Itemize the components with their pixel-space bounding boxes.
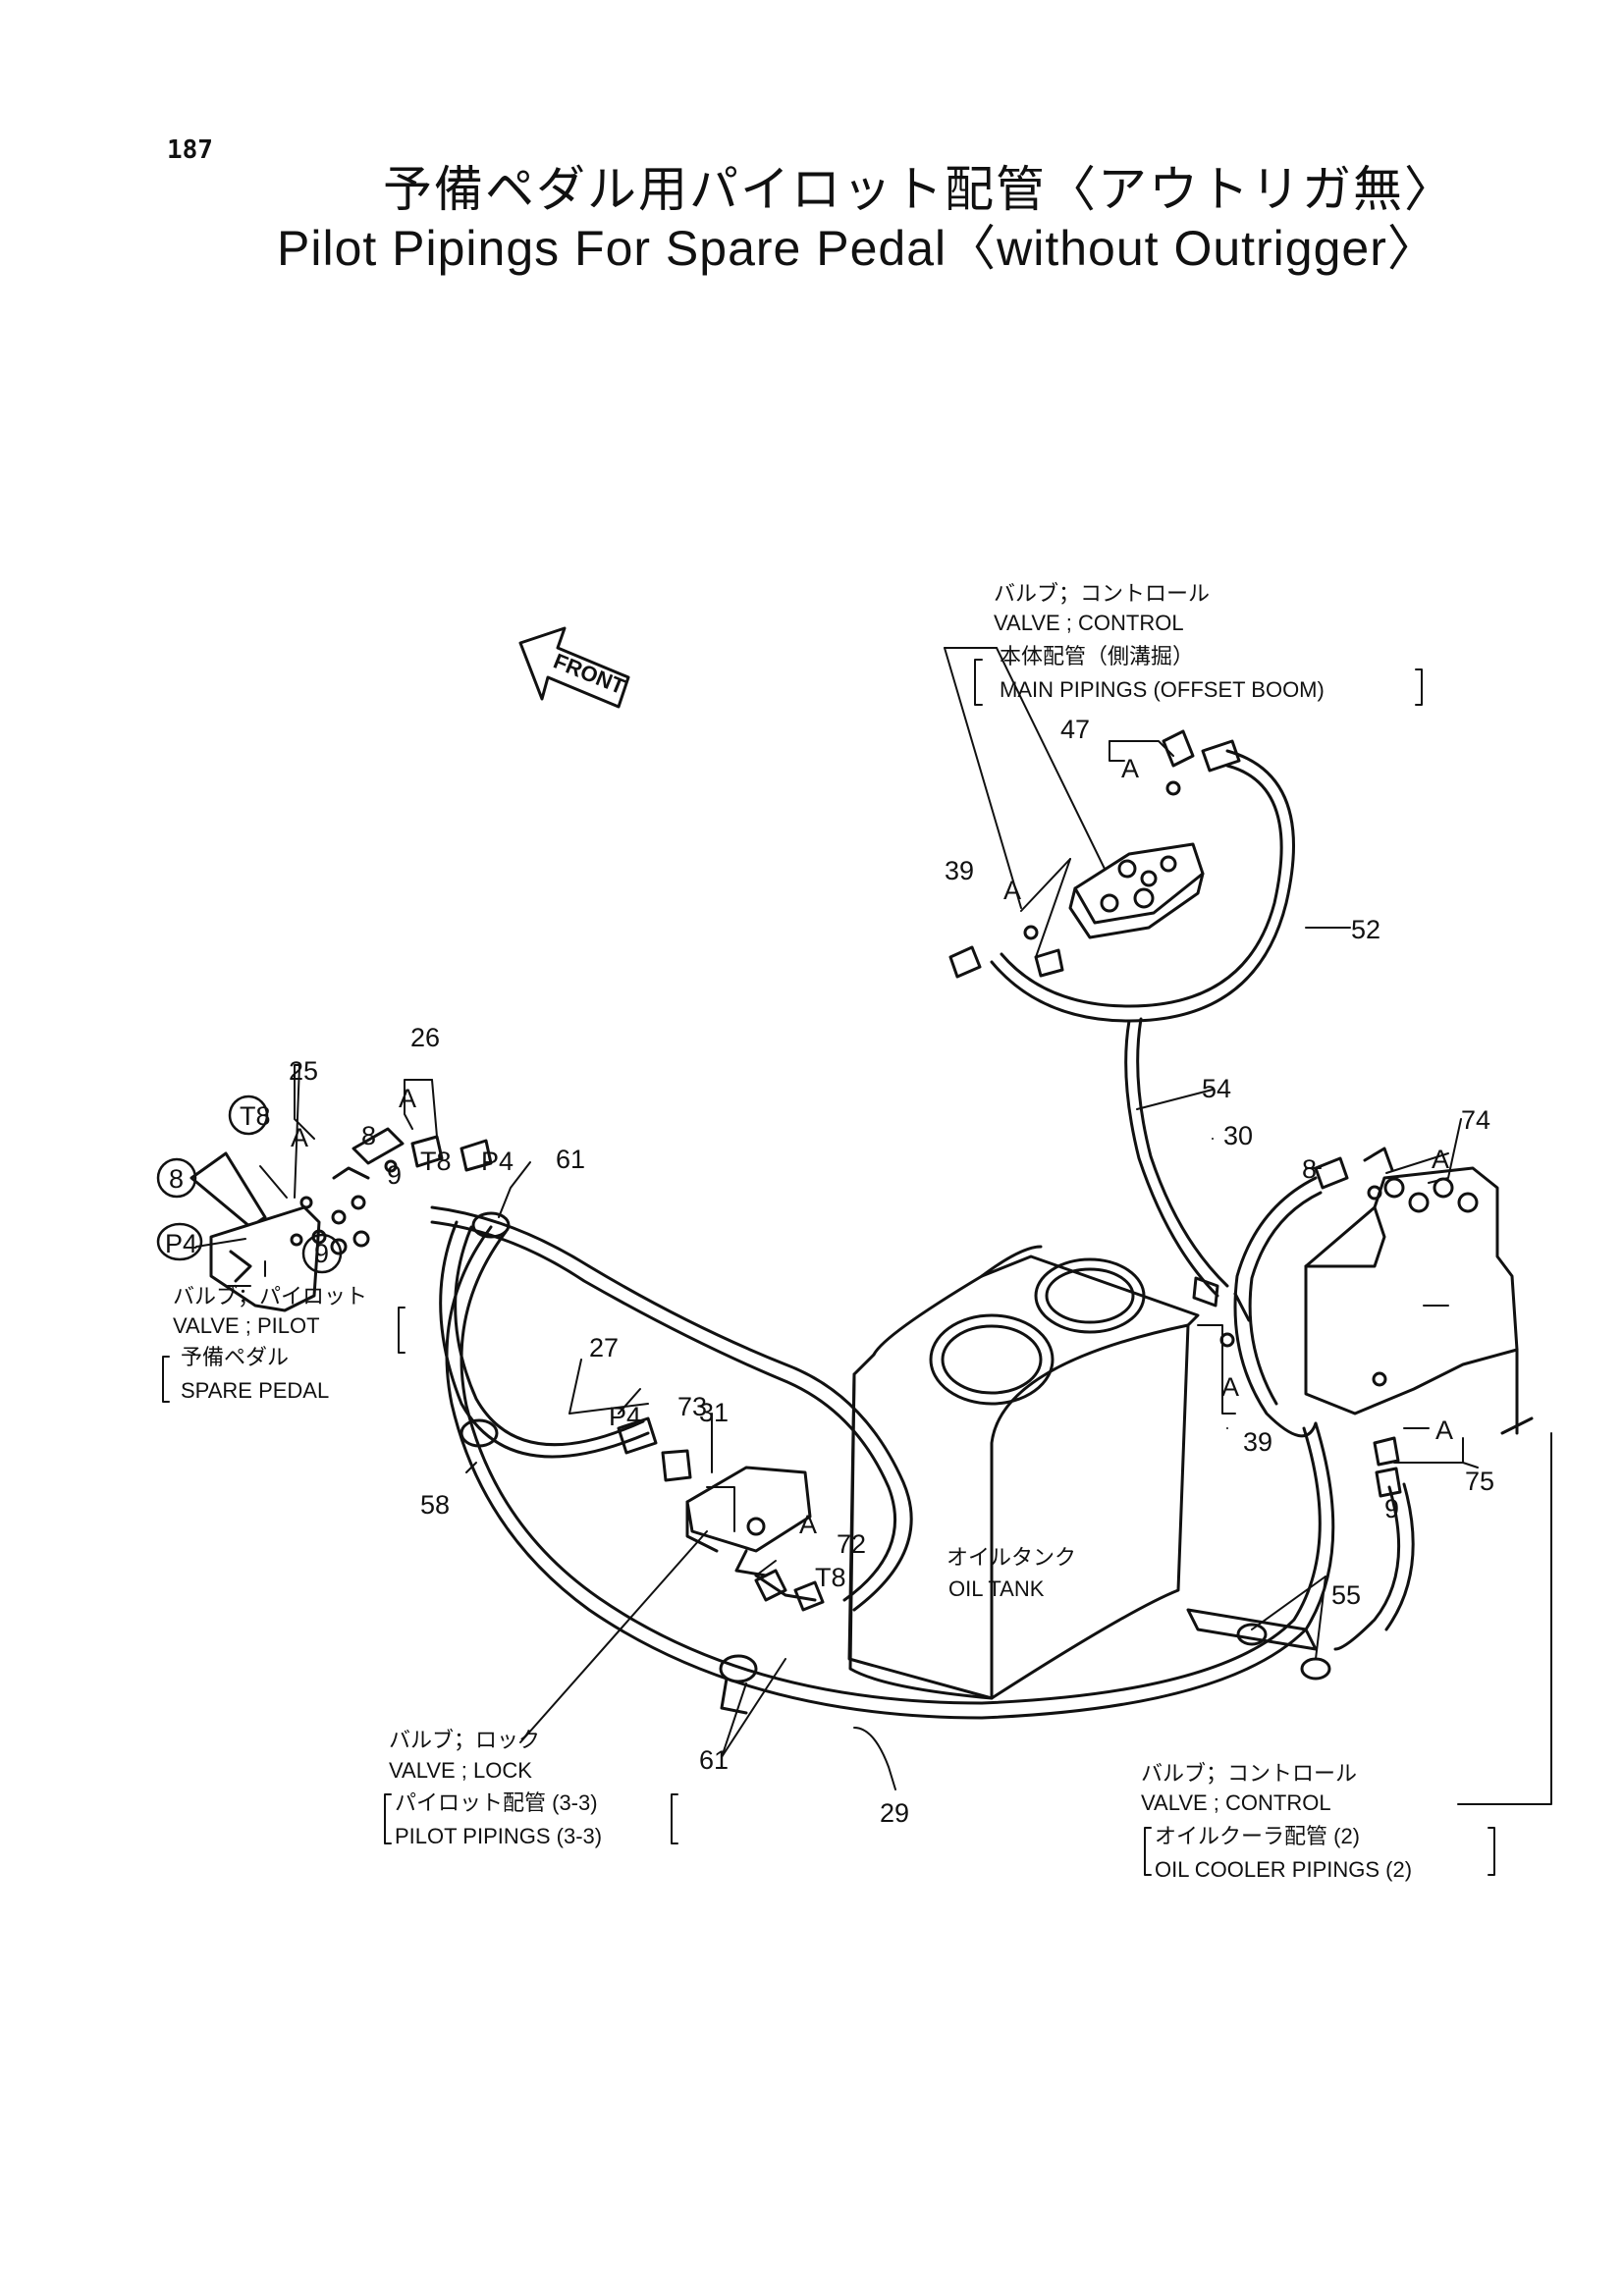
part-number-25: 25	[289, 1056, 319, 1086]
pilot-valve-spare-pedal	[189, 1127, 405, 1312]
port-label-a-7: A	[399, 1084, 417, 1113]
port-label-t8-lock: T8	[815, 1563, 846, 1592]
callout-control-valve-main-en: VALVE ; CONTROL	[994, 611, 1184, 635]
leader-lines	[162, 647, 1552, 1876]
hose-clamps	[460, 1211, 1331, 1715]
port-label-a-6: A	[799, 1510, 818, 1539]
port-label-a-5: A	[1435, 1415, 1454, 1445]
port-label-t8-circled: T8	[240, 1101, 271, 1131]
part-number-27: 27	[589, 1333, 620, 1362]
part-number-73: 73	[677, 1392, 708, 1421]
part-number-75: 75	[1465, 1467, 1495, 1496]
part-number-29: 29	[880, 1798, 910, 1828]
callout-control-valve-main-ja: バルブ；コントロール	[994, 581, 1211, 606]
callout-oil-cooler-pipings-en: OIL COOLER PIPINGS (2)	[1155, 1857, 1413, 1882]
lock-valve	[685, 1466, 817, 1602]
callout-control-valve-cooler-en: VALVE ; CONTROL	[1141, 1790, 1331, 1815]
callout-pilot-pipings-en: PILOT PIPINGS (3-3)	[395, 1824, 603, 1848]
part-number-55: 55	[1331, 1580, 1362, 1610]
part-number-61-upper: 61	[556, 1145, 586, 1174]
part-number-61-lower: 61	[699, 1745, 730, 1775]
part-number-74: 74	[1461, 1105, 1491, 1135]
callout-main-pipings-en: MAIN PIPINGS (OFFSET BOOM)	[1000, 677, 1325, 702]
part-number-31: 31	[699, 1398, 730, 1427]
part-number-9-right: 9	[1384, 1494, 1400, 1523]
part-number-8-right: 8	[1302, 1154, 1318, 1184]
port-label-p4-hose: P4	[481, 1147, 514, 1176]
callout-pilot-pipings-ja: パイロット配管 (3-3)	[395, 1790, 598, 1815]
port-label-p4-lock: P4	[609, 1402, 642, 1431]
control-valve-upper	[1068, 842, 1205, 939]
callout-oil-cooler-pipings-ja: オイルクーラ配管 (2)	[1155, 1824, 1361, 1848]
part-number-39-upper: 39	[945, 856, 975, 885]
part-number-39-lower: 39	[1243, 1427, 1273, 1457]
callout-control-valve-cooler-ja: バルブ；コントロール	[1141, 1761, 1358, 1786]
oil-tank-label-ja: オイルタンク	[947, 1545, 1077, 1570]
part-number-47: 47	[1060, 715, 1091, 744]
part-number-26: 26	[410, 1023, 441, 1052]
port-label-a-8: A	[291, 1123, 309, 1152]
port-label-t8-hose: T8	[420, 1147, 452, 1176]
part-number-52: 52	[1351, 915, 1381, 944]
circled-markers	[156, 1095, 343, 1274]
port-label-p4-circled: P4	[165, 1229, 198, 1258]
callout-lock-valve-en: VALVE ; LOCK	[389, 1758, 532, 1783]
port-label-a-1: A	[1121, 754, 1140, 783]
port-label-a-4: A	[1221, 1372, 1240, 1402]
part-number-8-upper: 8	[361, 1121, 377, 1150]
fittings	[290, 729, 1402, 1612]
part-number-9-upper: 9	[387, 1160, 403, 1190]
front-arrow-icon: FRONT	[518, 626, 630, 709]
part-number-30: 30	[1223, 1121, 1254, 1150]
part-number-9-circled: 9	[314, 1239, 330, 1268]
page-title-english: Pilot Pipings For Spare Pedal〈without Ou…	[277, 221, 1437, 276]
part-number-8-circled: 8	[169, 1164, 185, 1194]
port-label-a-2: A	[1003, 876, 1022, 905]
hose-bundle	[430, 749, 1415, 1720]
callout-spare-pedal-ja: 予備ペダル	[181, 1345, 290, 1369]
callout-main-pipings-ja: 本体配管（側溝掘）	[1000, 644, 1195, 668]
page-number: 187	[167, 135, 213, 165]
port-label-a-3: A	[1432, 1145, 1450, 1174]
part-number-72: 72	[837, 1529, 867, 1559]
control-valve-right	[1304, 1166, 1534, 1435]
part-number-58: 58	[420, 1490, 451, 1520]
callout-pilot-valve-en: VALVE ; PILOT	[173, 1313, 320, 1338]
page-title-japanese: 予備ペダル用パイロット配管〈アウトリガ無〉	[383, 161, 1455, 218]
callout-pilot-valve-ja: バルブ；パイロット	[173, 1284, 368, 1308]
oil-tank-label-en: OIL TANK	[948, 1576, 1045, 1601]
callout-lock-valve-ja: バルブ；ロック	[389, 1728, 541, 1752]
callout-spare-pedal-en: SPARE PEDAL	[181, 1378, 330, 1403]
oil-tank	[847, 1245, 1200, 1700]
part-number-54: 54	[1202, 1074, 1232, 1103]
